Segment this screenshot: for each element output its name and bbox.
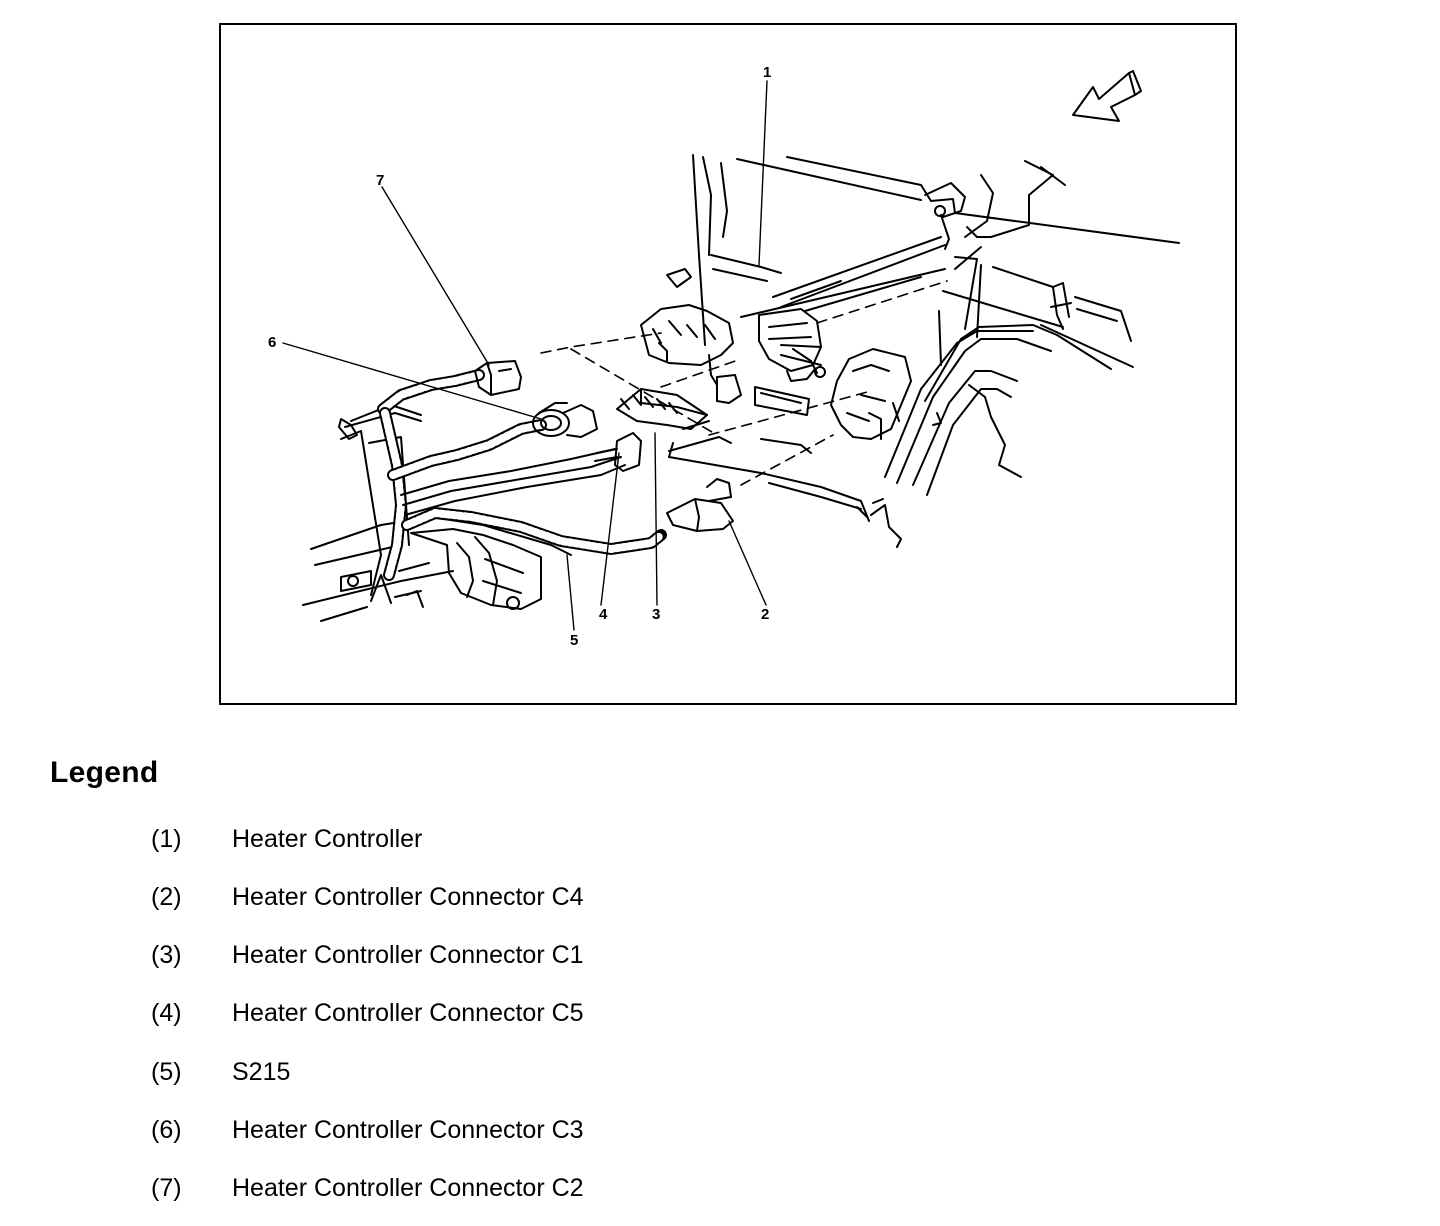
legend-item: (3) Heater Controller Connector C1 [0, 941, 1440, 981]
legend-item-number: (1) [151, 825, 182, 853]
legend-item-number: (5) [151, 1058, 182, 1086]
legend-item: (2) Heater Controller Connector C4 [0, 883, 1440, 923]
connectors [474, 268, 912, 532]
legend-item-text: Heater Controller Connector C2 [232, 1174, 584, 1202]
legend-item: (5) S215 [0, 1058, 1440, 1098]
callout-4: 4 [599, 606, 608, 623]
legend-item-text: Heater Controller Connector C4 [232, 883, 584, 911]
callout-6: 6 [268, 334, 277, 351]
callout-3: 3 [652, 606, 661, 623]
legend-item-number: (3) [151, 941, 182, 969]
direction-arrow-icon [1072, 70, 1142, 122]
legend-item-number: (6) [151, 1116, 182, 1144]
duct-rails [856, 324, 1112, 548]
legend-item: (4) Heater Controller Connector C5 [0, 999, 1440, 1039]
legend-item-number: (2) [151, 883, 182, 911]
legend-item-text: Heater Controller [232, 825, 423, 853]
legend-item: (6) Heater Controller Connector C3 [0, 1116, 1440, 1156]
component-locator-figure: 1 2 3 4 5 6 7 [219, 23, 1237, 705]
legend-item-number: (4) [151, 999, 182, 1027]
line-drawing [282, 70, 1180, 631]
legend-item-text: S215 [232, 1058, 291, 1086]
wiring-harness [338, 369, 667, 581]
legend-item: (1) Heater Controller [0, 825, 1440, 865]
legend-item-text: Heater Controller Connector C3 [232, 1116, 584, 1144]
legend-item-text: Heater Controller Connector C5 [232, 999, 584, 1027]
callout-1: 1 [763, 64, 772, 81]
callout-5: 5 [570, 632, 579, 649]
instrument-panel-structure [692, 154, 1180, 368]
legend-item: (7) Heater Controller Connector C2 [0, 1174, 1440, 1214]
leader-lines [282, 80, 768, 631]
alignment-lines [540, 280, 948, 486]
legend-title: Legend [50, 756, 159, 789]
legend-item-number: (7) [151, 1174, 182, 1202]
callout-2: 2 [761, 606, 770, 623]
callout-7: 7 [376, 172, 385, 189]
legend-item-text: Heater Controller Connector C1 [232, 941, 584, 969]
